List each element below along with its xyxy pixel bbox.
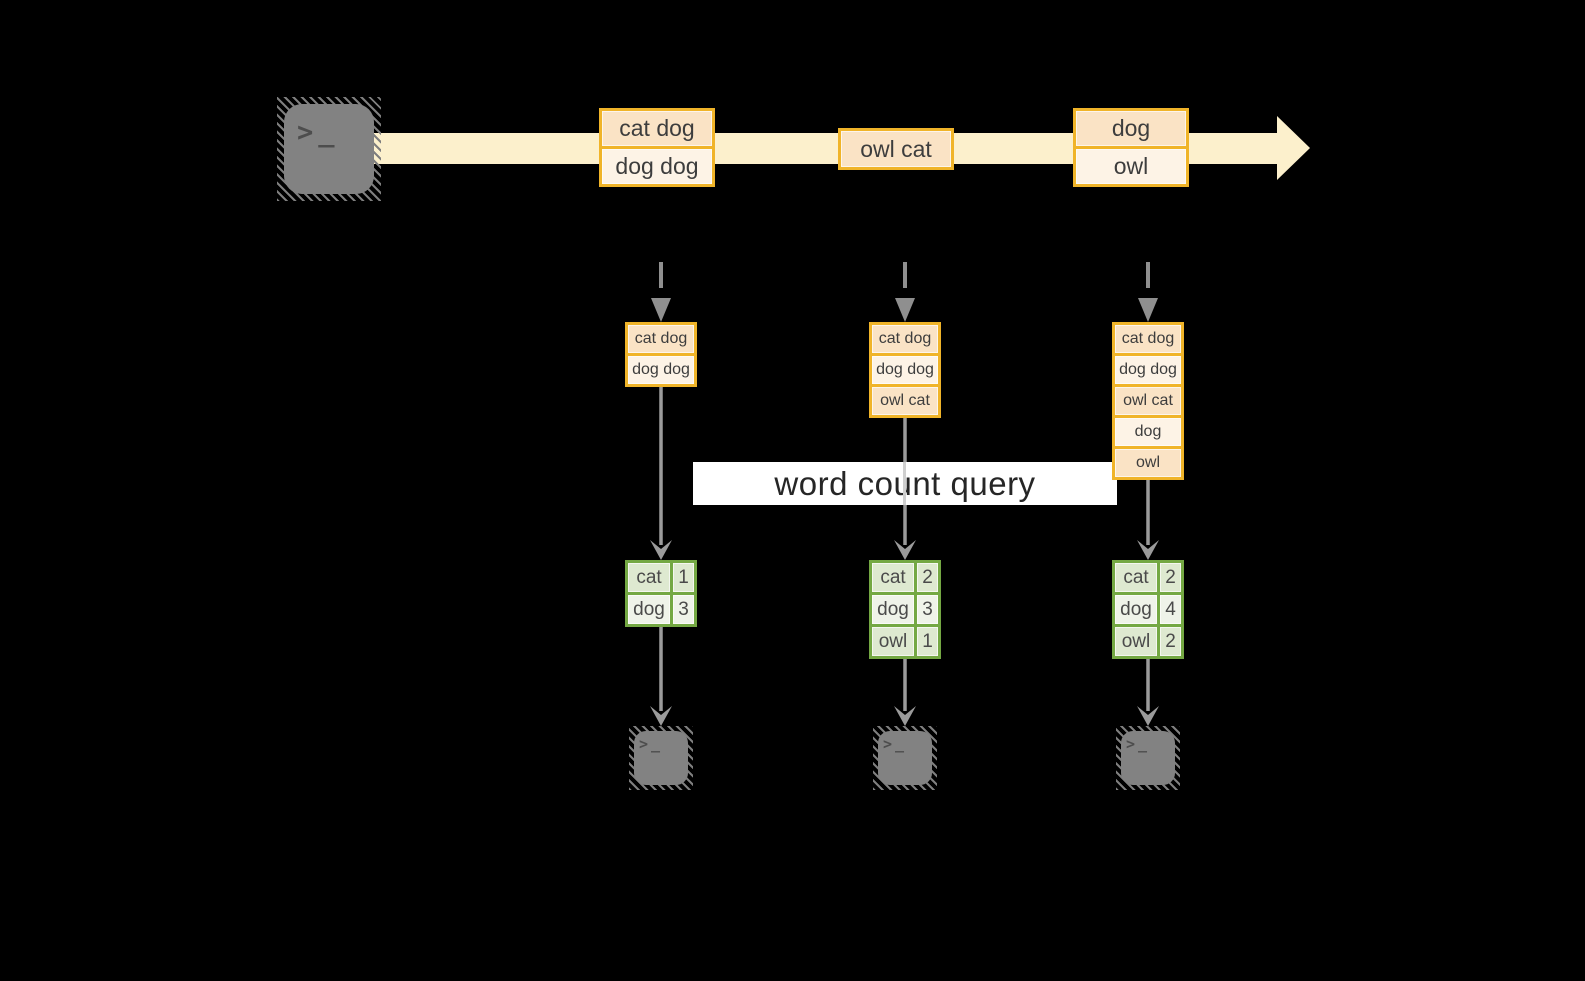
terminal-prompt-glyph: >_	[639, 735, 664, 753]
count-table-2: cat 2 dog 3 owl 1	[869, 560, 941, 659]
batch-stack-1: cat dog dog dog	[625, 322, 697, 387]
terminal-body	[284, 104, 374, 194]
terminal-prompt-glyph: >_	[297, 117, 340, 148]
count-value: 3	[917, 595, 938, 624]
batch-row: dog dog	[628, 356, 694, 384]
stream-event: dog	[1076, 111, 1186, 146]
terminal-prompt-glyph: >_	[1126, 735, 1151, 753]
count-word: dog	[1115, 595, 1157, 624]
stream-event: owl	[1076, 149, 1186, 184]
sink-terminal-icon: >_	[629, 726, 693, 790]
terminal-body	[878, 731, 932, 785]
count-word: owl	[872, 627, 914, 656]
batch-row: cat dog	[872, 325, 938, 353]
stream-event: owl cat	[841, 131, 951, 167]
batch-row: dog	[1115, 418, 1181, 446]
count-value: 2	[917, 563, 938, 592]
count-value: 1	[673, 563, 694, 592]
terminal-body	[1121, 731, 1175, 785]
terminal-prompt-glyph: >_	[883, 735, 908, 753]
batch-row: dog dog	[872, 356, 938, 384]
batch-row: owl	[1115, 449, 1181, 477]
sink-terminal-icon: >_	[1116, 726, 1180, 790]
count-value: 2	[1160, 563, 1181, 592]
batch-row: owl cat	[872, 387, 938, 415]
count-value: 3	[673, 595, 694, 624]
count-word: owl	[1115, 627, 1157, 656]
stream-event: dog dog	[602, 149, 712, 184]
count-value: 4	[1160, 595, 1181, 624]
count-table-3: cat 2 dog 4 owl 2	[1112, 560, 1184, 659]
batch-stack-3: cat dog dog dog owl cat dog owl	[1112, 322, 1184, 480]
count-value: 1	[917, 627, 938, 656]
query-banner-arrow-overlap	[903, 462, 906, 505]
batch-row: cat dog	[628, 325, 694, 353]
count-word: dog	[628, 595, 670, 624]
count-word: cat	[1115, 563, 1157, 592]
count-value: 2	[1160, 627, 1181, 656]
count-word: dog	[872, 595, 914, 624]
batch-row: owl cat	[1115, 387, 1181, 415]
count-table-1: cat 1 dog 3	[625, 560, 697, 627]
stream-event: cat dog	[602, 111, 712, 146]
count-word: cat	[872, 563, 914, 592]
terminal-body	[634, 731, 688, 785]
source-terminal-icon: >_	[277, 97, 381, 201]
sink-terminal-icon: >_	[873, 726, 937, 790]
stream-event-box-2: owl cat	[838, 128, 954, 170]
batch-row: cat dog	[1115, 325, 1181, 353]
batch-row: dog dog	[1115, 356, 1181, 384]
count-word: cat	[628, 563, 670, 592]
stream-arrowhead-icon	[1277, 116, 1310, 180]
stream-event-box-1: cat dog dog dog	[599, 108, 715, 187]
stream-event-box-3: dog owl	[1073, 108, 1189, 187]
batch-stack-2: cat dog dog dog owl cat	[869, 322, 941, 418]
